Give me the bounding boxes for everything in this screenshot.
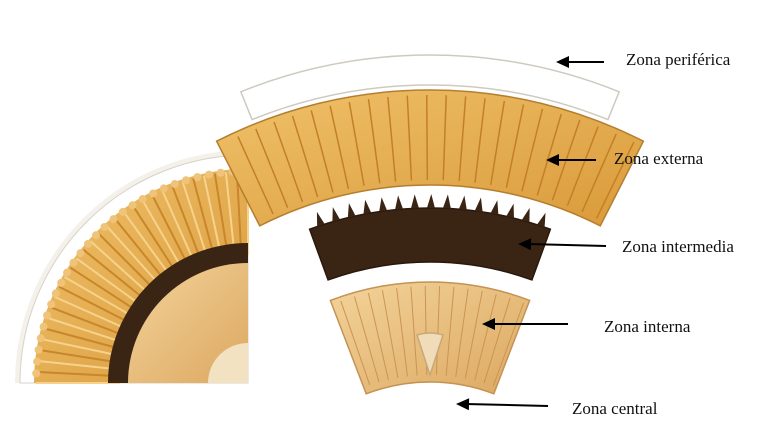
quarter-scallop: [160, 184, 168, 192]
intermediate-band-spike: [363, 200, 371, 215]
zone-bands: [217, 55, 644, 394]
quarter-scallop: [129, 201, 137, 209]
quarter-scallop: [119, 208, 127, 216]
quarter-scallop: [182, 176, 190, 184]
quarter-scallop: [76, 249, 84, 257]
intermediate-band-spike: [506, 204, 514, 218]
quarter-scallop: [40, 323, 48, 331]
label-zona-periferica: Zona periférica: [626, 51, 730, 68]
label-zona-intermedia: Zona intermedia: [622, 238, 734, 255]
intermediate-band-spike: [537, 213, 546, 227]
quarter-scallop: [101, 223, 109, 231]
quarter-scallop: [32, 369, 40, 377]
quarter-scallop: [139, 195, 147, 203]
quarter-scallop: [193, 173, 201, 181]
intermediate-band-spike: [459, 196, 467, 210]
outer-band-rib: [427, 95, 428, 180]
quarter-section: [15, 150, 248, 383]
intermediate-band-spike: [427, 194, 435, 208]
quarter-scallop: [35, 346, 43, 354]
quarter-scallop: [69, 259, 77, 267]
quarter-scallop: [149, 189, 157, 197]
quarter-scallop: [217, 169, 225, 177]
intermediate-band-spike: [522, 208, 530, 222]
intermediate-band-spike: [395, 195, 403, 209]
intermediate-band-spike: [348, 203, 356, 218]
quarter-scallop: [109, 215, 117, 223]
quarter-scallop: [43, 311, 51, 319]
arrow-central: [456, 398, 548, 410]
quarter-scallop: [92, 231, 100, 239]
intermediate-band-spike: [379, 197, 387, 211]
label-zona-central: Zona central: [572, 400, 657, 417]
intermediate-band-spike: [411, 194, 419, 208]
intermediate-band-spike: [332, 207, 340, 222]
band-zona-intermedia-shape: [310, 208, 551, 280]
arrow-interna: [482, 318, 568, 330]
intermediate-band-spike: [317, 212, 325, 227]
quarter-scallop: [33, 358, 41, 366]
intermediate-band-spike: [491, 200, 499, 214]
quarter-scallop: [84, 240, 92, 248]
intermediate-band-spike: [475, 198, 483, 212]
quarter-scallop: [171, 180, 179, 188]
quarter-scallop: [52, 289, 60, 297]
quarter-scallop: [57, 279, 65, 287]
intermediate-band-spike: [443, 194, 451, 208]
band-zona-intermedia: [310, 194, 551, 280]
quarter-scallop: [37, 334, 45, 342]
arrow-periferica: [556, 56, 604, 68]
quarter-scallop: [205, 171, 213, 179]
quarter-scallop: [63, 269, 71, 277]
label-zona-externa: Zona externa: [614, 150, 703, 167]
quarter-scallop: [47, 300, 55, 308]
label-zona-interna: Zona interna: [604, 318, 690, 335]
